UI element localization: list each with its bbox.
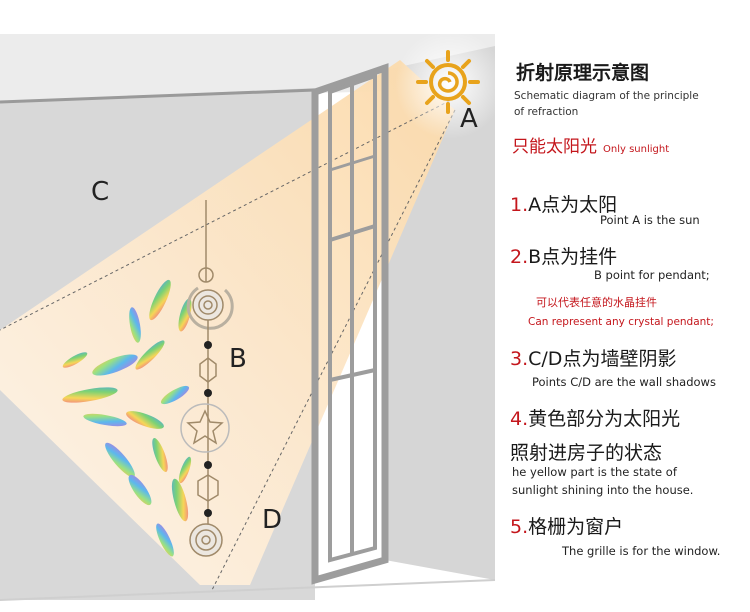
sun-glow xyxy=(395,29,505,139)
subtitle-line-1: Schematic diagram of the principle xyxy=(514,90,699,102)
window-grille xyxy=(311,63,389,585)
label-b: B xyxy=(229,344,247,374)
sun-icon xyxy=(416,50,480,114)
item-3-heading: 3.C/D点为墙壁阴影 xyxy=(510,344,676,371)
item-2-heading: 2.B点为挂件 xyxy=(510,242,617,269)
label-d: D xyxy=(262,505,283,535)
rainbow-refractions xyxy=(62,279,192,557)
item-4-heading: 4.黄色部分为太阳光 xyxy=(510,404,680,431)
only-sunlight-en: Only sunlight xyxy=(603,144,670,155)
item-1-heading: 1.A点为太阳 xyxy=(510,190,617,217)
item-1-cn: A点为太阳 xyxy=(528,194,618,216)
only-sunlight-note: 只能太阳光 Only sunlight xyxy=(512,132,669,157)
beam-edge-upper xyxy=(0,97,456,331)
item-4-number: 4. xyxy=(510,408,529,430)
item-4-cn-line2: 照射进房子的状态 xyxy=(510,442,663,464)
item-1-number: 1. xyxy=(510,194,529,216)
item-2-en: B point for pendant; xyxy=(594,268,710,282)
floor-line xyxy=(0,579,496,601)
item-5-number: 5. xyxy=(510,516,529,538)
crystal-pendant xyxy=(180,200,234,557)
item-1-en: Point A is the sun xyxy=(600,213,700,227)
item-5-en: The grille is for the window. xyxy=(562,544,721,558)
item-5-heading: 5.格栅为窗户 xyxy=(510,512,623,539)
item-4-en: he yellow part is the state of xyxy=(512,465,677,479)
item-2-note-en: Can represent any crystal pendant; xyxy=(528,316,714,328)
item-4-cn: 黄色部分为太阳光 xyxy=(528,408,681,430)
item-3-en: Points C/D are the wall shadows xyxy=(532,375,716,389)
item-4-en-line2: sunlight shining into the house. xyxy=(512,483,694,497)
label-a: A xyxy=(460,104,478,134)
wall-corner-line xyxy=(0,88,316,104)
item-5-cn: 格栅为窗户 xyxy=(528,516,624,538)
item-3-cn: C/D点为墙壁阴影 xyxy=(528,348,677,370)
legend-panel: 折射原理示意图 Schematic diagram of the princip… xyxy=(506,0,750,612)
item-2-cn: B点为挂件 xyxy=(528,246,618,268)
item-3-number: 3. xyxy=(510,348,529,370)
subtitle-line-2: of refraction xyxy=(514,106,579,118)
label-c: C xyxy=(91,177,110,207)
diagram-title: 折射原理示意图 xyxy=(516,62,650,84)
only-sunlight-cn: 只能太阳光 xyxy=(512,137,597,157)
item-2-note-cn: 可以代表任意的水晶挂件 xyxy=(536,296,657,309)
item-2-number: 2. xyxy=(510,246,529,268)
